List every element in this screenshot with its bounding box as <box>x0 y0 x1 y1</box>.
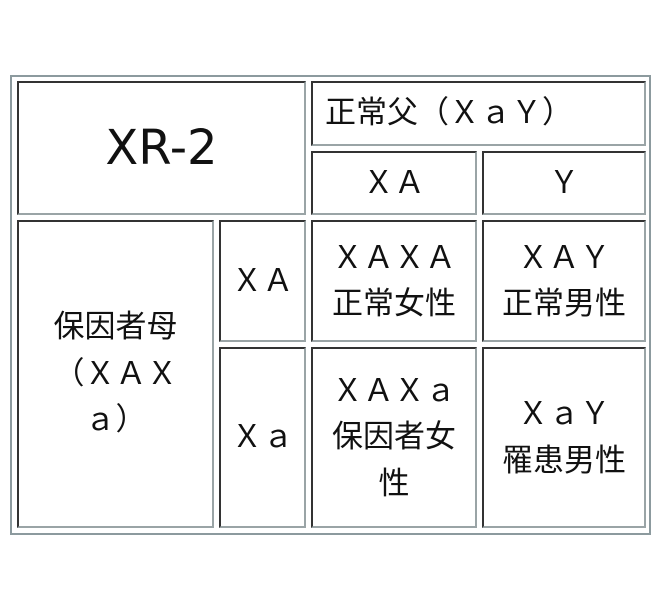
genotype: ＸａＹ <box>517 396 611 432</box>
offspring-cell: ＸＡＸａ 保因者女性 <box>311 347 477 528</box>
table-title: XR-2 <box>17 81 306 215</box>
genotype: ＸＡＹ <box>517 239 611 276</box>
mother-header: 保因者母（ＸＡＸａ） <box>17 220 214 528</box>
genotype: ＸＡＸａ <box>332 372 456 409</box>
offspring-cell: ＸＡＸＡ 正常女性 <box>311 220 477 342</box>
mother-allele-xa: ＸＡ <box>219 220 306 342</box>
phenotype: 正常男性 <box>502 286 626 322</box>
phenotype: 正常女性 <box>332 286 456 322</box>
offspring-cell: ＸａＹ 罹患男性 <box>482 347 646 528</box>
phenotype: 罹患男性 <box>502 442 626 479</box>
mother-allele-xa-lower: Ｘａ <box>219 347 306 528</box>
father-header: 正常父（ＸａＹ） <box>311 81 646 146</box>
genotype: ＸＡＸＡ <box>332 239 456 276</box>
phenotype: 保因者女性 <box>332 419 456 502</box>
offspring-cell: ＸＡＹ 正常男性 <box>482 220 646 342</box>
father-allele-y: Ｙ <box>482 151 646 215</box>
father-allele-xa: ＸＡ <box>311 151 477 215</box>
punnett-square-table <box>10 75 651 535</box>
